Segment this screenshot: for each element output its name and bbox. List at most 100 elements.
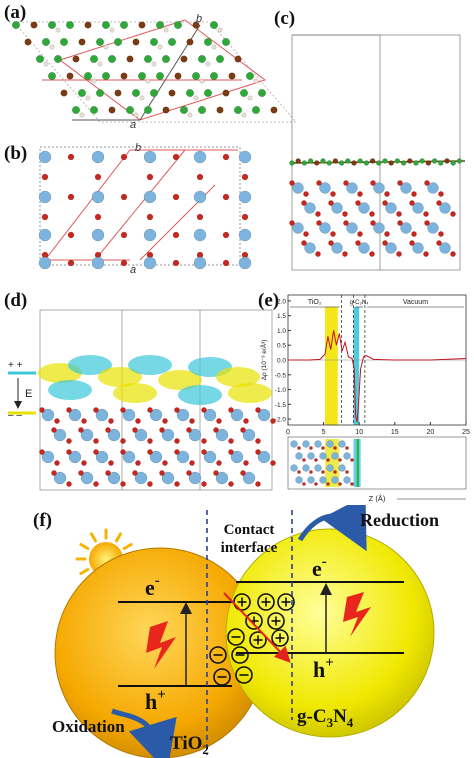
atom-c: [41, 37, 51, 47]
atom-ti: [203, 408, 217, 422]
atom-c: [209, 71, 219, 81]
inset-o: [314, 458, 318, 462]
atom-ti: [134, 428, 148, 442]
inset-ti: [331, 452, 339, 460]
inset-o: [350, 482, 354, 486]
inset-o: [297, 470, 301, 474]
atom-o: [438, 231, 444, 237]
atom-ti: [439, 242, 451, 254]
gcn-atom: [326, 160, 332, 166]
inset-o: [309, 446, 313, 450]
y-tick-label: 0.0: [277, 358, 286, 365]
atom-o: [384, 231, 390, 237]
x-tick-label: 15: [391, 429, 399, 436]
atom-h: [241, 112, 247, 118]
charge-cloud: [98, 367, 142, 387]
atom-c: [251, 105, 261, 115]
negative-charges: [209, 628, 253, 686]
atom-n: [132, 38, 140, 46]
inset-o: [326, 458, 330, 462]
atom-o: [93, 438, 99, 444]
inset-ti: [302, 440, 310, 448]
atom-o: [384, 191, 390, 197]
atom-o: [67, 193, 75, 201]
atom-c: [197, 105, 207, 115]
atom-o: [189, 460, 195, 466]
atom-ti: [238, 228, 252, 242]
plus-circle: [249, 631, 267, 649]
atom-c: [35, 54, 45, 64]
atom-o: [450, 251, 456, 257]
gcn-atom: [301, 160, 308, 166]
atom-o: [438, 191, 444, 197]
atom-o: [382, 240, 388, 246]
atom-h: [211, 44, 217, 50]
contact-label-2: interface: [221, 540, 278, 556]
atom-c: [191, 71, 201, 81]
atom-ti: [95, 450, 109, 464]
atom-o: [120, 193, 128, 201]
inset-frame: [287, 436, 467, 490]
supercell-outline: [58, 19, 267, 121]
atom-o: [201, 449, 207, 455]
inset-o: [297, 446, 301, 450]
atom-ti: [238, 256, 252, 270]
electron-label-gcn: e-: [312, 554, 327, 581]
atom-o: [255, 481, 261, 487]
atom-h: [145, 78, 151, 84]
sun-ray: [122, 543, 133, 550]
electron-label-tio2: e-: [145, 573, 160, 600]
atom-o: [396, 251, 402, 257]
field-arrowhead: [14, 401, 22, 409]
atom-h: [85, 95, 91, 101]
panel-label-b: (b): [4, 143, 28, 164]
panel-label-f: (f): [33, 510, 52, 531]
atom-c: [203, 37, 213, 47]
atom-o: [255, 407, 261, 413]
atom-ti: [292, 182, 304, 194]
atom-h: [109, 27, 115, 33]
sun-ray: [115, 532, 122, 543]
atom-o: [39, 449, 45, 455]
inset-ti: [343, 452, 351, 460]
atom-o: [424, 180, 430, 186]
atom-ti: [292, 222, 304, 234]
atom-ti: [122, 450, 136, 464]
inset-ti: [319, 452, 327, 460]
atom-o: [289, 180, 295, 186]
atom-c: [101, 71, 111, 81]
x-tick-label: 25: [462, 429, 470, 436]
atom-o: [41, 213, 49, 221]
atom-o: [66, 449, 72, 455]
inset-o: [321, 470, 325, 474]
atom-ti: [230, 450, 244, 464]
atom-o: [174, 407, 180, 413]
atom-ti: [373, 222, 385, 234]
y-tick-label: -2.0: [275, 417, 287, 424]
atom-o: [382, 200, 388, 206]
atom-o: [450, 211, 456, 217]
atom-c: [47, 71, 57, 81]
atom-o: [54, 418, 60, 424]
atom-ti: [412, 202, 424, 214]
hole-label-gcn: h+: [313, 655, 334, 682]
hole-label-tio2: h+: [145, 687, 166, 714]
atom-ti: [91, 190, 105, 204]
atom-c: [89, 54, 99, 64]
gcn-atom: [425, 160, 432, 166]
atom-c: [95, 88, 105, 98]
supercell-outline-b: [44, 149, 238, 261]
atom-o: [228, 481, 234, 487]
atom-ti: [38, 256, 52, 270]
reduction-label: Reduction: [360, 510, 439, 530]
atom-n: [66, 72, 74, 80]
minus-charges: – –: [8, 410, 22, 421]
atom-o: [105, 470, 111, 476]
atom-ti: [134, 471, 148, 485]
atom-o: [196, 213, 204, 221]
sun-ray: [79, 568, 90, 575]
atom-c: [215, 54, 225, 64]
x-tick-label: 5: [322, 429, 326, 436]
atom-o: [342, 211, 348, 217]
atom-o: [81, 418, 87, 424]
